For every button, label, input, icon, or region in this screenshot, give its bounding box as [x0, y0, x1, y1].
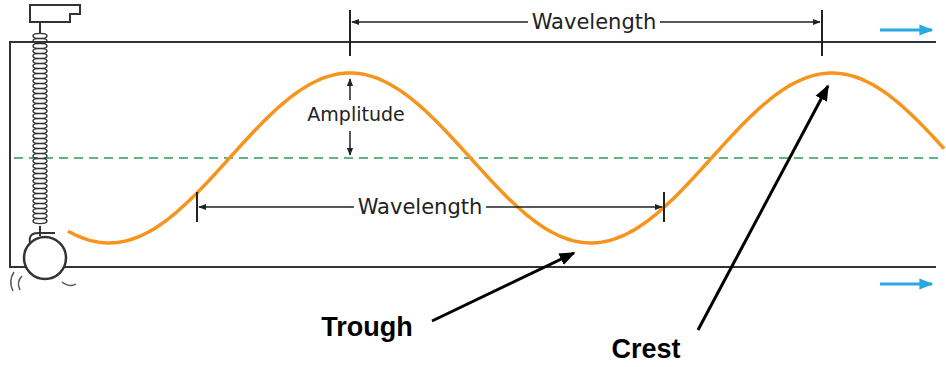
spring: [33, 20, 47, 236]
dimension-label: Amplitude: [303, 104, 408, 126]
amplitude-arrow: [349, 79, 351, 100]
leader-line: [432, 253, 574, 321]
dimension-tick: [349, 10, 351, 56]
clamp: [30, 5, 80, 22]
direction-arrows: [880, 30, 932, 284]
rest-line: [14, 157, 944, 159]
spring-wire: [39, 226, 41, 236]
motion-lines: [11, 272, 22, 291]
dimension-label: Wavelength: [354, 195, 487, 219]
dimension-tick: [196, 192, 198, 222]
motion-lines: [62, 282, 76, 286]
direction-arrow: [880, 29, 932, 32]
direction-arrow: [880, 283, 932, 286]
callout-label: Trough: [317, 312, 416, 343]
dimensions: [197, 10, 822, 222]
leaders: [432, 86, 828, 330]
dimension-tick: [663, 192, 665, 222]
callout-label: Crest: [607, 334, 684, 365]
bob: [11, 5, 80, 291]
leader-line: [698, 86, 828, 330]
bob-hook: [30, 233, 55, 243]
dimension-tick: [821, 10, 823, 56]
bob-weight: [24, 237, 66, 279]
dimension-label: Wavelength: [528, 10, 661, 34]
amplitude-arrow: [349, 131, 351, 155]
spring-coil: [33, 218, 47, 223]
wave-curve: [68, 73, 944, 243]
